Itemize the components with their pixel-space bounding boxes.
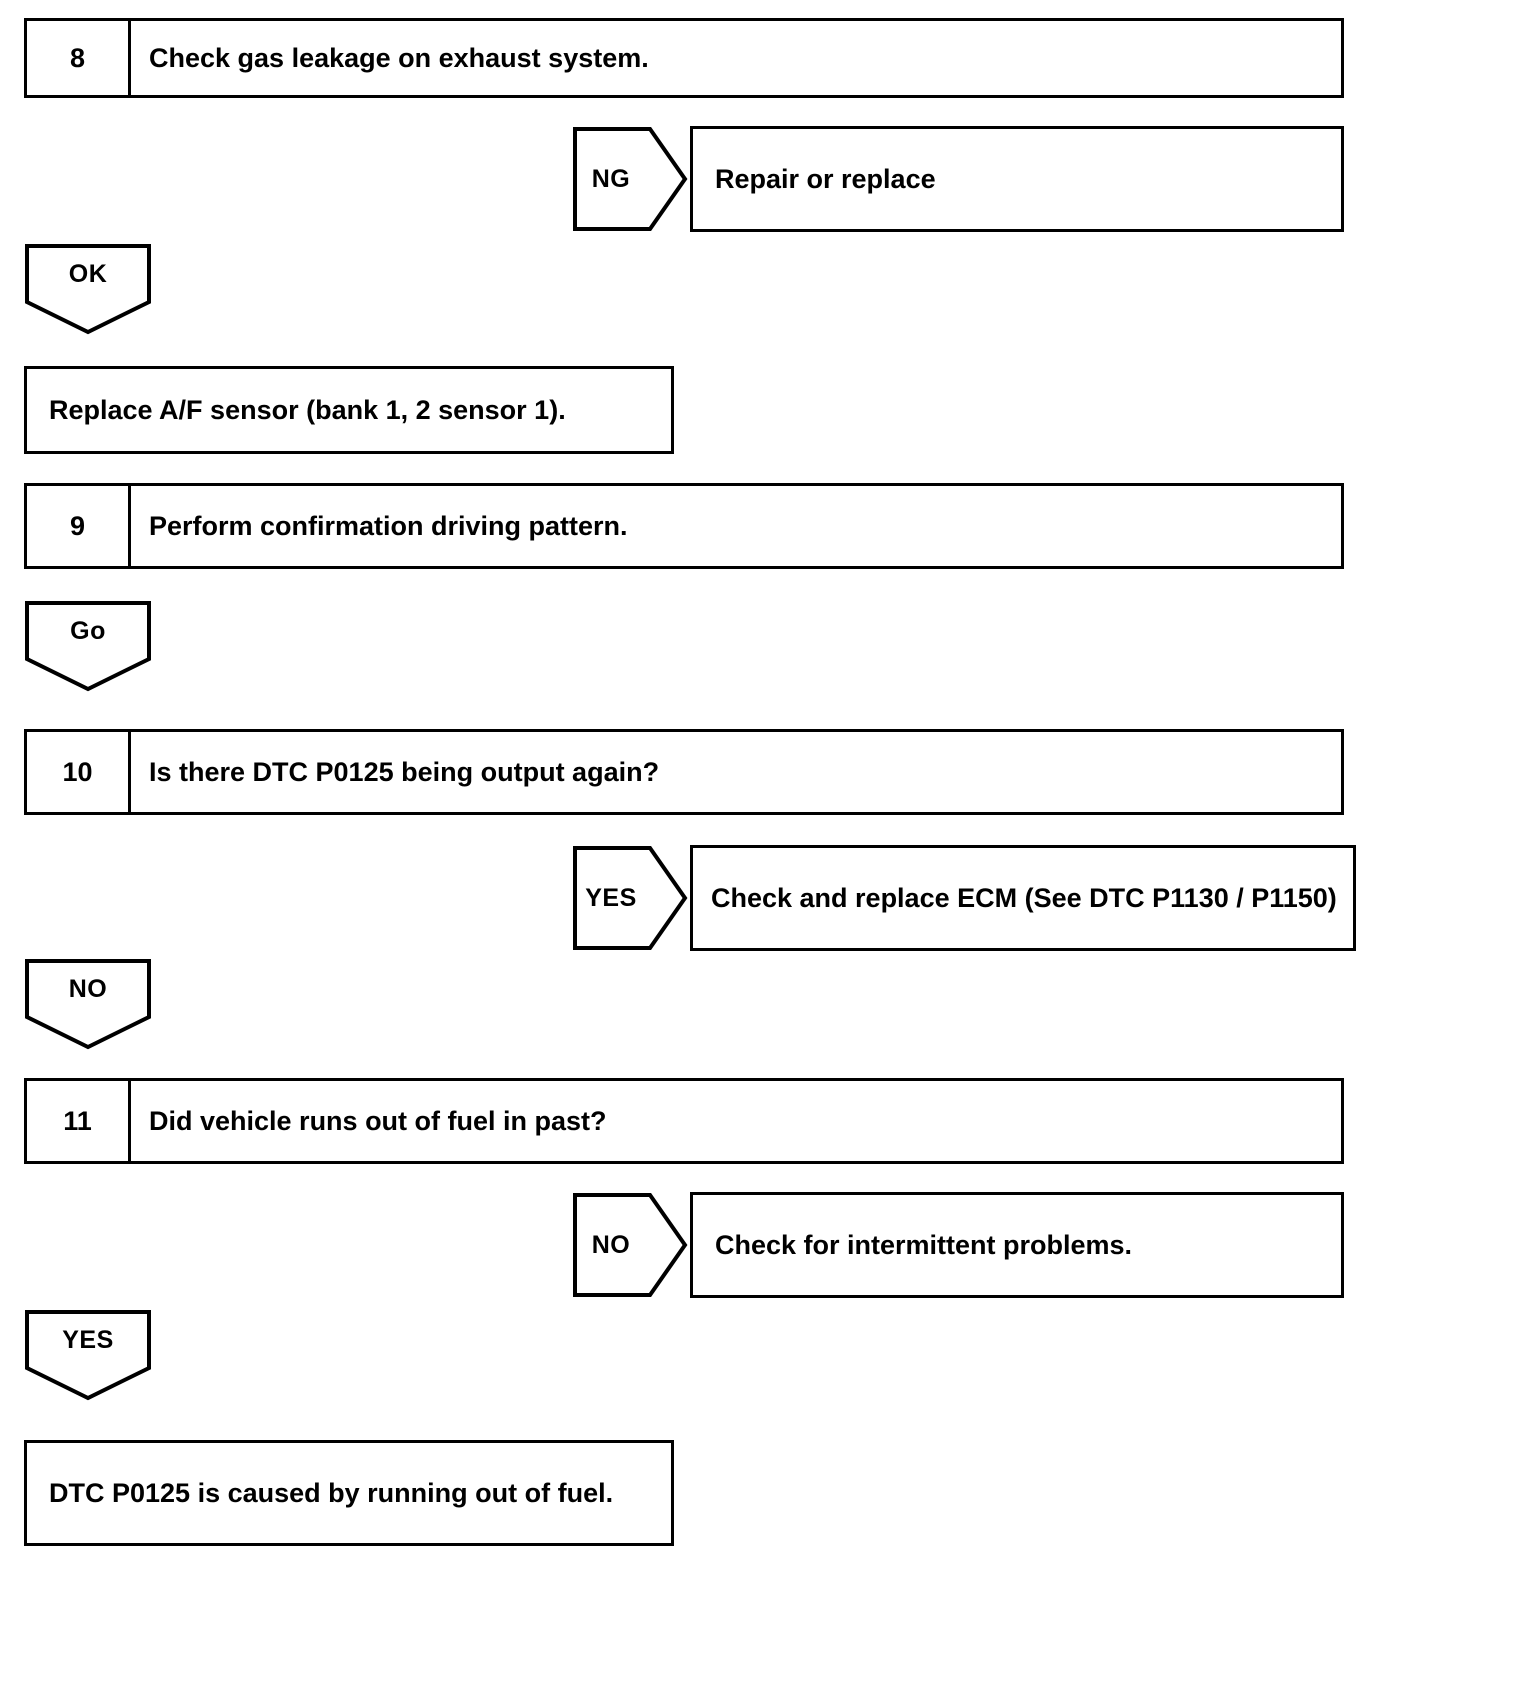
step-row-8: 8 Check gas leakage on exhaust system. bbox=[24, 18, 1344, 98]
result-text: Replace A/F sensor (bank 1, 2 sensor 1). bbox=[49, 394, 566, 425]
branch-flag-yes-step11: YES bbox=[24, 1309, 152, 1401]
result-box-repair-or-replace: Repair or replace bbox=[690, 126, 1344, 232]
result-box-check-intermittent: Check for intermittent problems. bbox=[690, 1192, 1344, 1298]
branch-flag-ng: NG bbox=[572, 126, 688, 232]
step-text: Check gas leakage on exhaust system. bbox=[149, 42, 649, 73]
result-text: DTC P0125 is caused by running out of fu… bbox=[49, 1477, 614, 1508]
step-number: 10 bbox=[27, 732, 131, 812]
step-text: Did vehicle runs out of fuel in past? bbox=[149, 1105, 607, 1136]
branch-flag-no-step10: NO bbox=[24, 958, 152, 1050]
result-text: Check for intermittent problems. bbox=[715, 1229, 1133, 1260]
branch-flag-label: YES bbox=[585, 883, 637, 912]
branch-flag-label: NG bbox=[591, 164, 631, 193]
branch-flag-label: NO bbox=[591, 1230, 631, 1259]
branch-flag-label: NO bbox=[68, 974, 108, 1003]
result-box-caused-by-running-out-of-fuel: DTC P0125 is caused by running out of fu… bbox=[24, 1440, 674, 1546]
step-number: 11 bbox=[27, 1081, 131, 1161]
branch-flag-label: Go bbox=[70, 616, 106, 645]
step-number: 8 bbox=[27, 21, 131, 95]
branch-flag-no-step11: NO bbox=[572, 1192, 688, 1298]
step-row-9: 9 Perform confirmation driving pattern. bbox=[24, 483, 1344, 569]
result-text: Check and replace ECM (See DTC P1130 / P… bbox=[711, 882, 1337, 913]
branch-flag-label: YES bbox=[62, 1325, 114, 1354]
branch-flag-ok: OK bbox=[24, 243, 152, 335]
step-row-11: 11 Did vehicle runs out of fuel in past? bbox=[24, 1078, 1344, 1164]
step-row-10: 10 Is there DTC P0125 being output again… bbox=[24, 729, 1344, 815]
result-box-replace-af-sensor: Replace A/F sensor (bank 1, 2 sensor 1). bbox=[24, 366, 674, 454]
step-text: Perform confirmation driving pattern. bbox=[149, 510, 628, 541]
result-box-check-replace-ecm: Check and replace ECM (See DTC P1130 / P… bbox=[690, 845, 1356, 951]
branch-flag-go: Go bbox=[24, 600, 152, 692]
step-number: 9 bbox=[27, 486, 131, 566]
branch-flag-label: OK bbox=[68, 259, 108, 288]
step-text: Is there DTC P0125 being output again? bbox=[149, 756, 660, 787]
result-text: Repair or replace bbox=[715, 163, 936, 194]
branch-flag-yes-step10: YES bbox=[572, 845, 688, 951]
